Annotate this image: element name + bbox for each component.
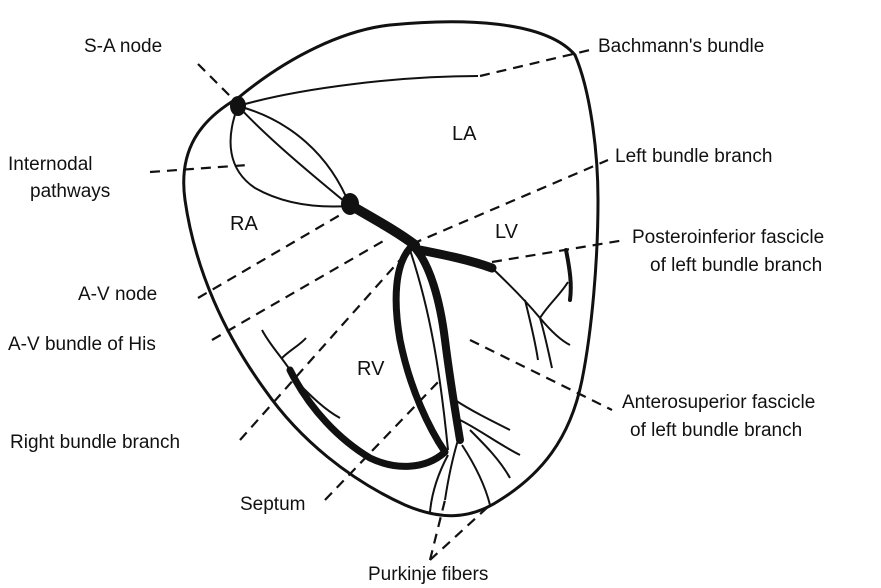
posteroinferior-branches [492,268,570,368]
label-posteroinferior-1: Posteroinferior fascicle [632,227,824,248]
leader-purkinje-2 [430,505,490,560]
leader-av-node [198,208,352,298]
chamber-la: LA [452,123,477,145]
leader-purkinje-1 [430,500,445,560]
label-septum: Septum [240,494,305,515]
leader-av-bundle [212,240,385,340]
bachmanns-bundle [238,76,478,106]
label-sa-node: S-A node [84,36,162,57]
sa-node [230,96,246,116]
label-anterosuperior-2: of left bundle branch [630,420,802,441]
label-internodal-1: Internodal [8,154,93,175]
label-bachmann: Bachmann's bundle [598,36,764,57]
label-anterosuperior-1: Anterosuperior fascicle [622,392,815,413]
leader-anterosuperior [470,340,612,410]
chamber-lv: LV [495,221,519,243]
chamber-ra: RA [230,213,258,235]
label-internodal-2: pathways [30,181,110,202]
label-left-bundle: Left bundle branch [615,146,772,167]
internodal-pathway-2 [238,106,350,206]
label-av-node: A-V node [78,284,157,305]
leader-internodal [150,165,248,172]
label-right-bundle: Right bundle branch [10,432,180,453]
leader-posteroinferior [492,240,625,262]
leader-sa-node [198,64,238,104]
label-posteroinferior-2: of left bundle branch [650,255,822,276]
label-purkinje: Purkinje fibers [368,564,488,585]
right-purkinje-branches [262,330,340,418]
posteroinferior-fascicle [420,250,492,268]
label-av-bundle: A-V bundle of His [8,334,156,355]
posteroinferior-tip [566,250,571,300]
bundle-of-his [352,206,415,245]
chamber-rv: RV [357,358,385,380]
